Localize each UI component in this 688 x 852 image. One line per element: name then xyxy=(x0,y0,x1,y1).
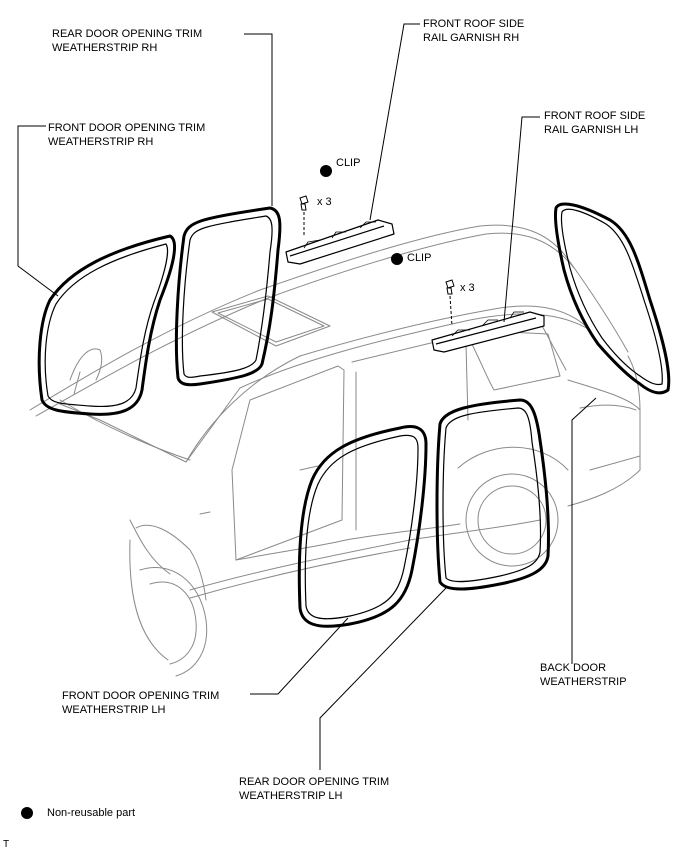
clip-rh-icon xyxy=(299,195,309,236)
roof-garnish-rh xyxy=(285,219,395,265)
roof-garnish-rh-label-line1: FRONT ROOF SIDE xyxy=(423,18,525,30)
rear-door-rh-label: REAR DOOR OPENING TRIM WEATHERSTRIP RH xyxy=(52,27,202,55)
front-door-lh-label-line1: FRONT DOOR OPENING TRIM xyxy=(62,690,220,702)
legend-text: Non-reusable part xyxy=(47,807,136,819)
legend-bullet-icon xyxy=(21,807,33,819)
vehicle-body xyxy=(29,224,641,677)
rear-door-rh-label-line2: WEATHERSTRIP RH xyxy=(52,42,158,54)
clip-lh-quantity: x 3 xyxy=(460,282,475,294)
rear-door-lh-label-line1: REAR DOOR OPENING TRIM xyxy=(239,776,390,788)
rear-door-lh-label-line2: WEATHERSTRIP LH xyxy=(239,790,343,802)
weatherstrips xyxy=(37,202,671,628)
roof-garnish-lh-label-line1: FRONT ROOF SIDE xyxy=(544,110,646,122)
front-door-weatherstrip-rh xyxy=(37,234,177,416)
front-door-lh-label: FRONT DOOR OPENING TRIM WEATHERSTRIP LH xyxy=(62,689,219,717)
leader-lines xyxy=(17,23,597,770)
non-reusable-marker-lh-icon xyxy=(391,253,403,265)
front-door-weatherstrip-lh xyxy=(297,425,428,628)
back-door-weatherstrip xyxy=(554,202,671,395)
front-door-rh-label-line2: WEATHERSTRIP RH xyxy=(48,136,154,148)
front-door-lh-label-line2: WEATHERSTRIP LH xyxy=(62,704,166,716)
rear-door-rh-label-line1: REAR DOOR OPENING TRIM xyxy=(52,28,203,40)
roof-garnish-rh-label-line2: RAIL GARNISH RH xyxy=(423,32,520,44)
roof-garnish-lh xyxy=(431,311,545,353)
clip-lh-label: CLIP xyxy=(407,252,432,264)
rear-door-lh-label: REAR DOOR OPENING TRIM WEATHERSTRIP LH xyxy=(239,775,389,803)
roof-garnish-lh-label-line2: RAIL GARNISH LH xyxy=(544,124,639,136)
roof-garnish-lh-label: FRONT ROOF SIDE RAIL GARNISH LH xyxy=(544,109,645,137)
front-door-rh-label: FRONT DOOR OPENING TRIM WEATHERSTRIP RH xyxy=(48,121,205,149)
back-door-label-line1: BACK DOOR xyxy=(540,662,607,674)
rear-door-weatherstrip-rh xyxy=(174,206,282,387)
corner-mark: T xyxy=(3,839,10,850)
non-reusable-marker-rh-icon xyxy=(320,165,332,177)
back-door-label-line2: WEATHERSTRIP xyxy=(540,676,627,688)
front-door-rh-label-line1: FRONT DOOR OPENING TRIM xyxy=(48,122,206,134)
clip-rh-label: CLIP xyxy=(336,157,361,169)
rear-door-weatherstrip-lh xyxy=(435,398,551,591)
roof-garnish-rh-label: FRONT ROOF SIDE RAIL GARNISH RH xyxy=(423,17,524,45)
back-door-label: BACK DOOR WEATHERSTRIP xyxy=(540,661,627,689)
clip-rh-quantity: x 3 xyxy=(317,196,332,208)
clip-lh-icon xyxy=(445,279,455,327)
